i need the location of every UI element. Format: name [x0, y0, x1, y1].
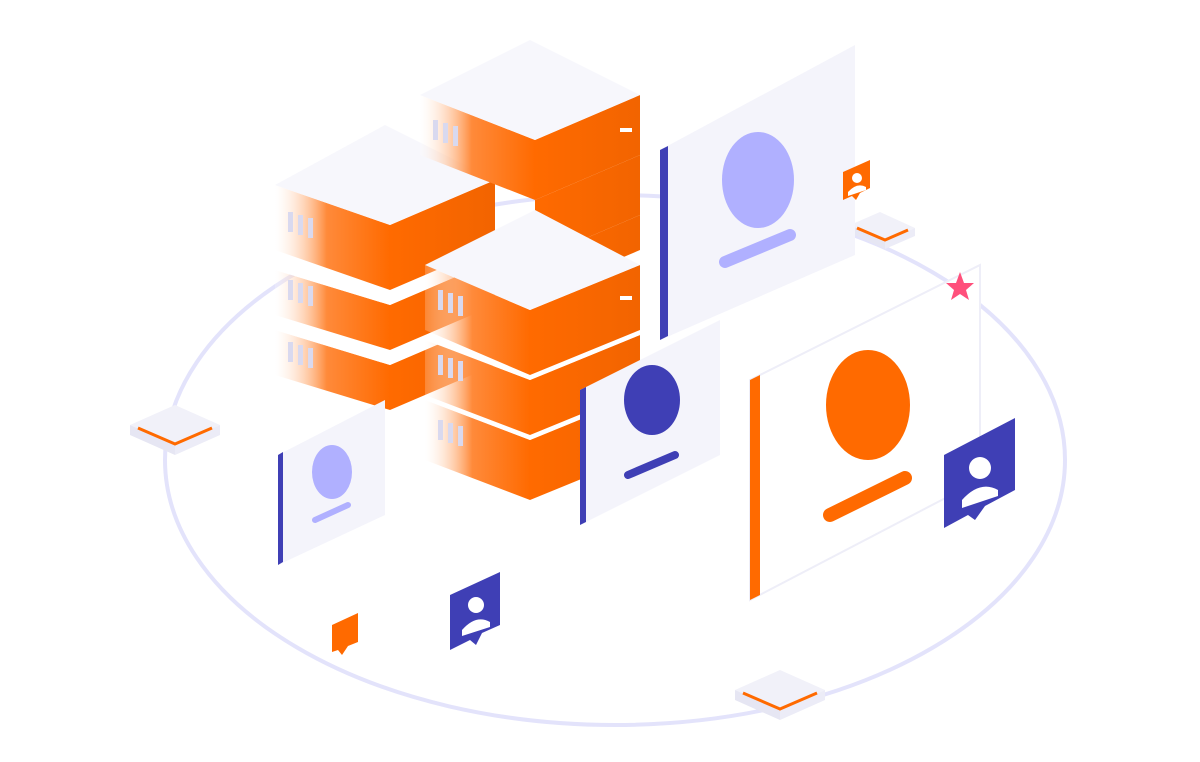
connector-node-icon [130, 405, 220, 455]
chat-bubble-icon [332, 613, 358, 655]
user-badge-icon [944, 418, 1015, 528]
connector-node-icon [735, 670, 825, 720]
profile-card-icon [278, 400, 385, 565]
user-badge-icon [843, 160, 870, 200]
connector-node-icon [850, 212, 915, 249]
star-icon [946, 272, 974, 300]
profile-card-icon [660, 45, 855, 340]
profile-card-icon [749, 263, 981, 602]
user-badge-icon [450, 572, 500, 650]
profile-card-icon [580, 320, 720, 525]
